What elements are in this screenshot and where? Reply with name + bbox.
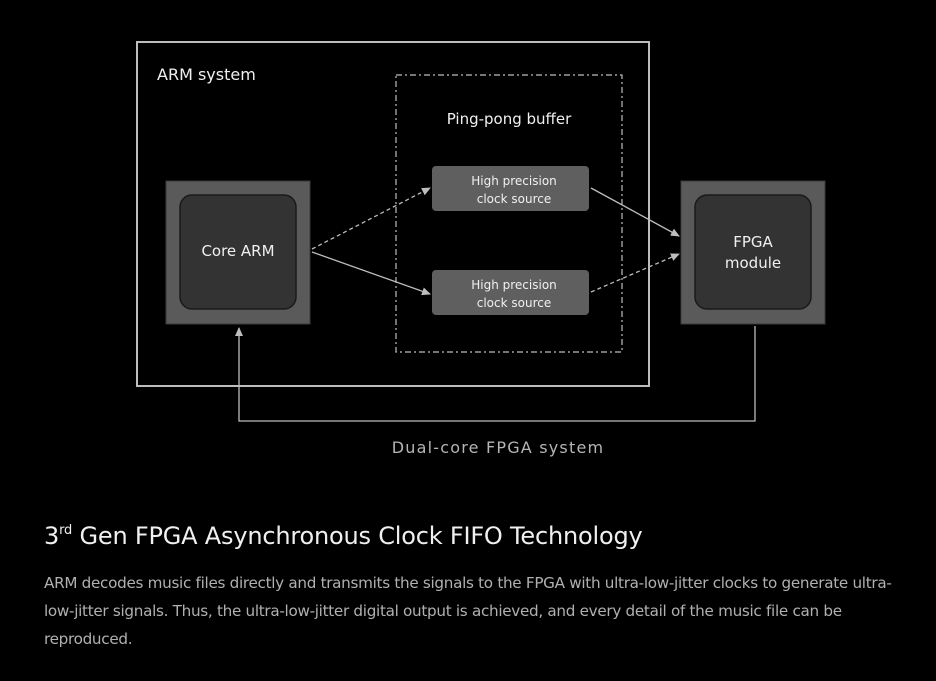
arm-system-frame — [136, 41, 650, 387]
clock-source-bottom: High precision clock source — [432, 270, 589, 315]
arrow-core-to-top-clock — [311, 187, 431, 250]
pingpong-buffer-label: Ping-pong buffer — [447, 110, 572, 128]
arrow-core-to-bottom-clock — [311, 251, 431, 296]
core-arm-label: Core ARM — [201, 242, 274, 260]
arrow-fpga-feedback-to-core — [235, 326, 756, 422]
fpga-module-line2: module — [725, 254, 781, 272]
clock-source-top: High precision clock source — [432, 166, 589, 211]
clock-source-top-line2: clock source — [477, 192, 551, 206]
page-heading: 3rd Gen FPGA Asynchronous Clock FIFO Tec… — [44, 522, 643, 550]
pingpong-buffer-frame — [395, 74, 623, 353]
description-paragraph: ARM decodes music files directly and tra… — [44, 574, 892, 648]
heading-ordinal: 3 — [44, 522, 60, 550]
arm-system-label: ARM system — [157, 65, 256, 84]
arrow-bottom-clock-to-fpga — [590, 253, 680, 293]
core-arm-chip: Core ARM — [165, 180, 311, 325]
dual-core-system-caption: Dual-core FPGA system — [392, 438, 605, 457]
heading-title: Gen FPGA Asynchronous Clock FIFO Technol… — [72, 522, 643, 550]
clock-source-bottom-line2: clock source — [477, 296, 551, 310]
dual-core-fpga-diagram: ARM system Ping-pong buffer Core ARM Hig… — [136, 41, 826, 457]
fpga-module-line1: FPGA — [733, 233, 773, 251]
arrow-top-clock-to-fpga — [590, 187, 680, 237]
clock-source-top-line1: High precision — [471, 174, 557, 188]
heading-ordinal-suffix: rd — [59, 523, 73, 538]
clock-source-bottom-line1: High precision — [471, 278, 557, 292]
fpga-module-chip: FPGA module — [680, 180, 826, 325]
